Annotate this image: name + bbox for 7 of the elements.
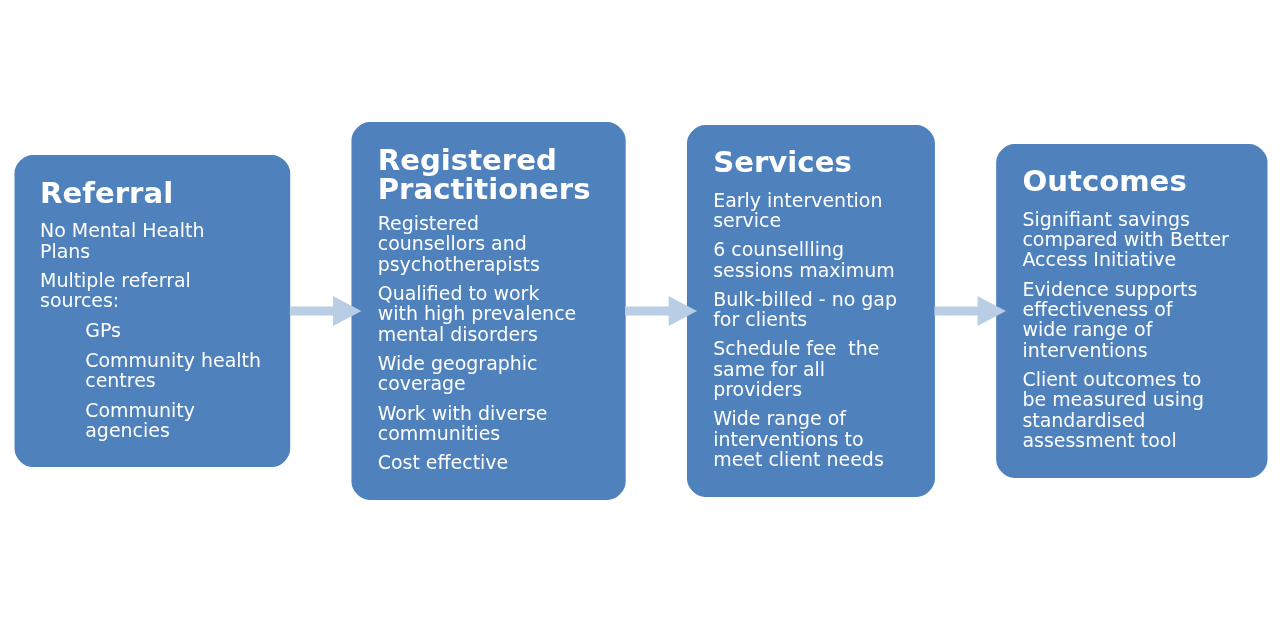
- node-box: Registered Practitioners Registered counsellors and psychotherapists Qualified to work with high prevalence mental disorders Wide geographic coverage Work with diverse communities Cost effective: [351, 122, 626, 500]
- arrow: [289, 296, 362, 326]
- node-box: Referral No Mental Health Plans Multiple referral sources: GPs Community health centres Community agencies: [14, 154, 291, 468]
- node-box: Outcomes Signifiant savings compared with Better Access Initiative Evidence supports effectiveness of wide range of interventions Client outcomes to be measured using standardised assessment tool: [996, 144, 1268, 479]
- arrow: [934, 296, 1006, 326]
- arrow: [625, 296, 698, 326]
- node-box: Services Early intervention service 6 counsellling sessions maximum Bulk-billed - no gap for clients Schedule fee the same for all providers Wide range of interventions to meet client needs: [686, 125, 935, 497]
